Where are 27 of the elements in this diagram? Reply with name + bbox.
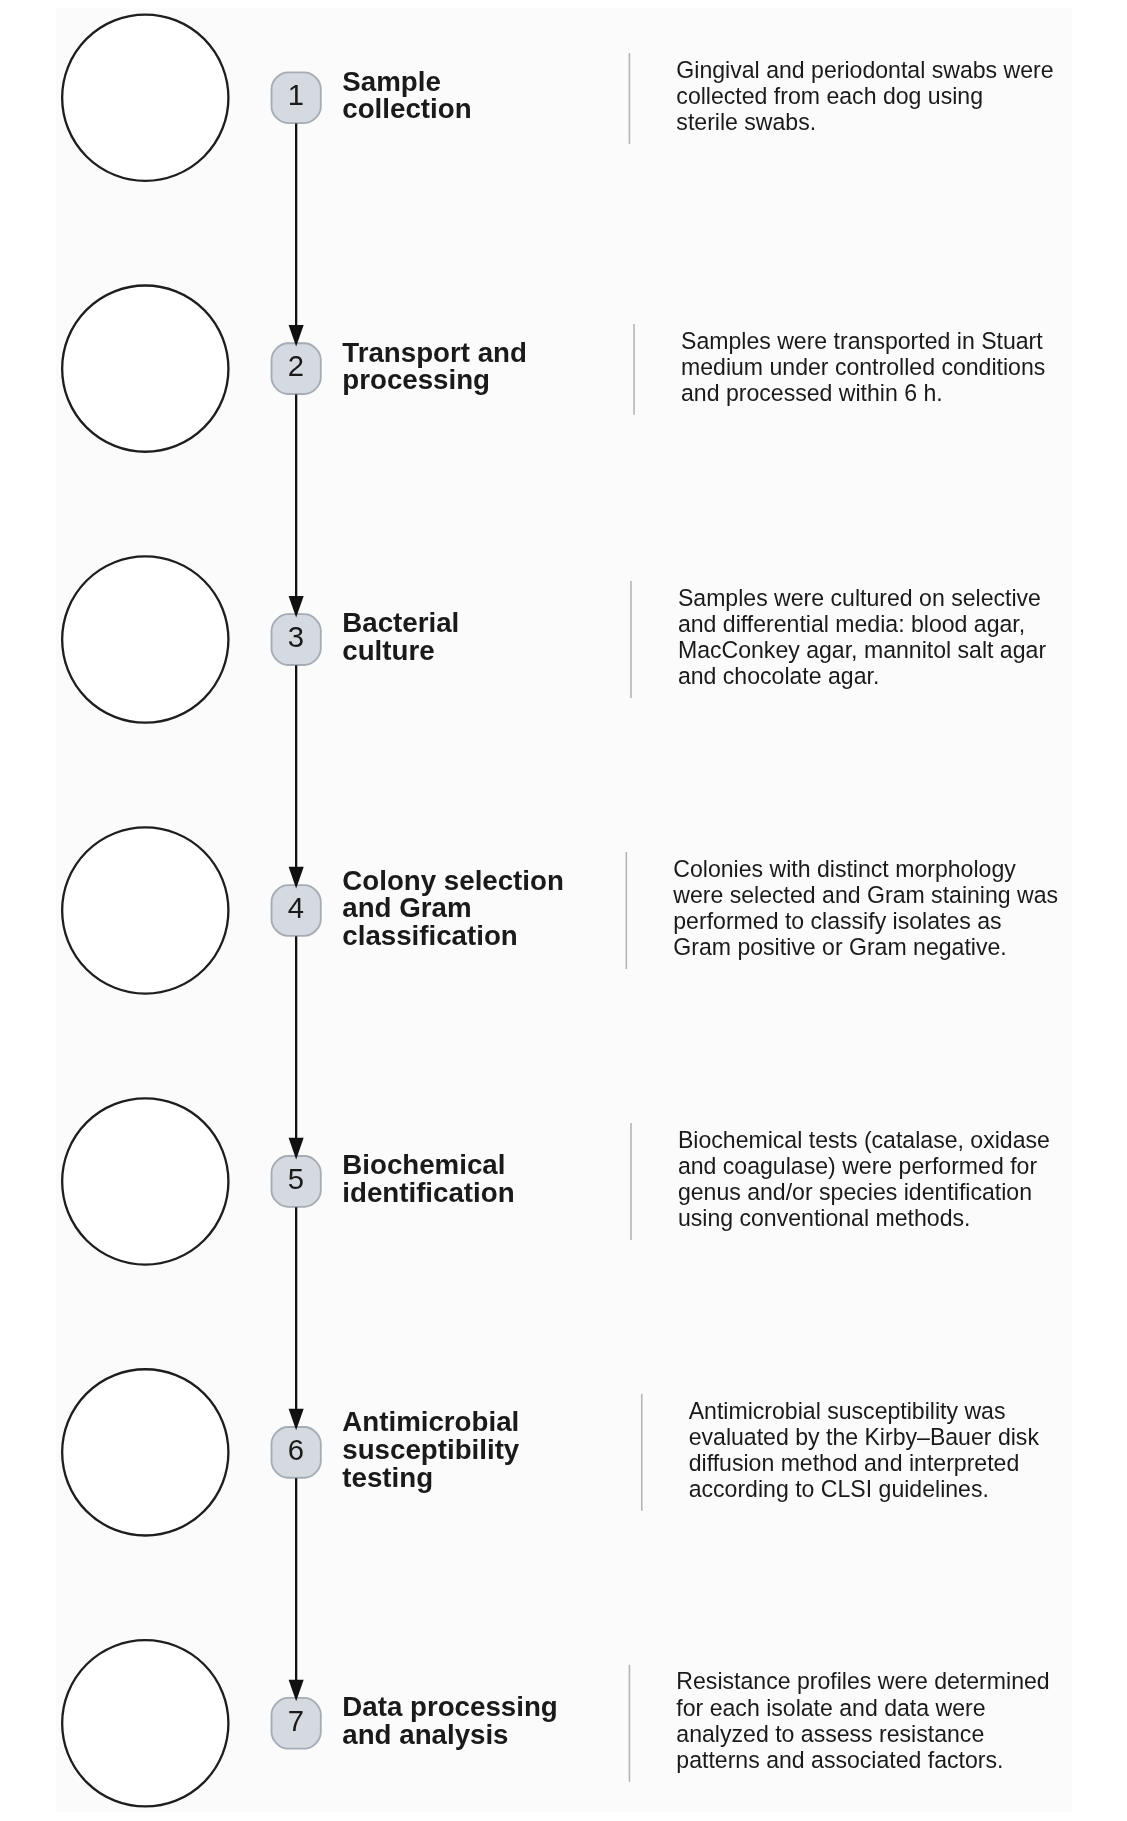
node-circle — [60, 1097, 230, 1266]
label: Gingival and periodontal swabs were collected from each dog using sterile swabs. — [675, 56, 1054, 136]
label: Resistance profiles were determined for each isolate and data were analyzed to assess resistance patterns and associated factors. — [675, 1668, 1050, 1773]
node-label: Bacterial culture — [341, 607, 459, 667]
node-label: Biochemical identification — [341, 1149, 515, 1209]
label: Biochemical tests (catalase, oxidase and coagulase) were performed for genus and/or species identification using conventional methods. — [677, 1126, 1050, 1232]
node-label: Antimicrobial susceptibility testing — [341, 1406, 519, 1493]
label: Colonies with distinct morphology were selected and Gram staining was performed to classify isolates as Gram positive or Gram negative. — [672, 855, 1058, 961]
node-circle — [60, 555, 230, 724]
node-circle — [60, 13, 230, 182]
arrow — [288, 394, 304, 618]
node-label: Sample collection — [341, 65, 472, 125]
arrow — [288, 1478, 304, 1702]
node-circle — [60, 284, 230, 453]
label: Samples were transported in Stuart medium under controlled conditions and processed within 6 h. — [680, 327, 1045, 406]
arrow — [288, 936, 304, 1160]
arrow — [288, 1207, 304, 1431]
label: Antimicrobial susceptibility was evaluated by the Kirby–Bauer disk diffusion method and interpreted according to CLSI guidelines. — [688, 1397, 1039, 1503]
node-circle — [60, 826, 230, 995]
label: Samples were cultured on selective and differential media: blood agar, MacConkey agar, mannitol salt agar and chocolate agar. — [677, 584, 1046, 690]
arrow — [288, 665, 304, 889]
node-circle — [60, 1368, 230, 1537]
node-circle — [60, 1639, 230, 1808]
node-label: Transport and processing — [341, 336, 527, 396]
node-label: Colony selection and Gram classification — [341, 864, 564, 951]
arrow — [288, 123, 304, 347]
node-label: Data processing and analysis — [341, 1691, 558, 1750]
